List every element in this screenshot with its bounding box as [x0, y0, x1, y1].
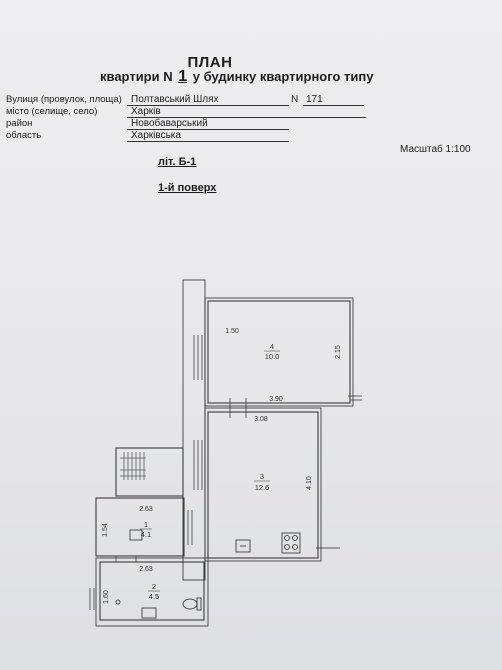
dim-r4-bottom: 3.90 [269, 396, 283, 403]
subtitle-prefix: квартири N [100, 69, 173, 84]
room-1-number: 1 [144, 520, 148, 529]
apartment-number: 1 [178, 68, 188, 85]
stove-fixture [281, 532, 301, 554]
washbasin-fixture [129, 529, 143, 541]
shower-fixture [141, 607, 157, 619]
floor-plan-walls [95, 279, 354, 627]
room-2-number: 2 [152, 582, 156, 591]
room-3-outline [207, 411, 319, 559]
district-value: Новобаварський [127, 118, 289, 130]
room-labels: 4 10.0 3 12.6 1 4.1 2 4.5 [140, 342, 280, 601]
street-label: Вулиця (провулок, площа) [6, 94, 122, 105]
dim-r2-side: 1.60 [103, 590, 110, 604]
room-2-outer-wall [95, 557, 209, 627]
region-label: область [6, 130, 42, 141]
stairs [120, 452, 146, 480]
building-label: літ. Б-1 [158, 156, 197, 168]
city-label: місто (селище, село) [6, 106, 98, 117]
room-2-outline [99, 561, 205, 621]
room-2-area: 4.5 [149, 592, 159, 601]
city-value: Харків [127, 106, 366, 118]
street-field: Вулиця (провулок, площа) Полтавський Шля… [6, 94, 364, 106]
dim-r4-side: 2.15 [335, 345, 342, 359]
sink-fixture [235, 539, 251, 553]
subtitle-suffix: у будинку квартирного типу [192, 69, 374, 84]
region-value: Харківська [127, 130, 289, 142]
corridor-outline [182, 279, 206, 581]
room-4-area: 10.0 [265, 352, 280, 361]
wall-openings [89, 335, 362, 610]
scale-label: Масштаб 1:100 [400, 144, 471, 155]
document-subtitle: квартири N 1 у будинку квартирного типу [100, 68, 374, 86]
dim-r3-side: 4.10 [306, 476, 313, 490]
street-value: Полтавський Шлях [127, 94, 289, 106]
room-3-area: 12.6 [255, 483, 270, 492]
dim-r2-top: 2.63 [139, 566, 153, 573]
drain-fixture [115, 599, 121, 605]
dim-r4-top: 1.50 [225, 328, 239, 335]
dim-r1-side: 1.54 [102, 523, 109, 537]
room-3-number: 3 [260, 472, 264, 481]
floor-label: 1-й поверх [158, 182, 217, 194]
district-field: район Новобаварський [6, 118, 289, 130]
dim-r1-top: 2.63 [139, 506, 153, 513]
region-field: область Харківська [6, 130, 289, 142]
document-title: ПЛАН [187, 54, 233, 71]
dim-r3-top: 3.08 [254, 416, 268, 423]
room-1-outline [95, 497, 185, 557]
room-4-outline [207, 300, 351, 404]
room-4-number: 4 [270, 342, 274, 351]
house-value: 171 [303, 94, 364, 106]
district-label: район [6, 118, 33, 129]
dimension-labels: 1.50 2.15 3.90 3.08 4.10 2.63 1.54 2.63 … [102, 328, 342, 604]
fixtures [115, 529, 301, 619]
house-label: N [291, 94, 299, 105]
stair-block [115, 447, 184, 497]
toilet-fixture [182, 598, 198, 610]
city-field: місто (селище, село) Харків [6, 106, 366, 118]
room-1-area: 4.1 [141, 530, 151, 539]
